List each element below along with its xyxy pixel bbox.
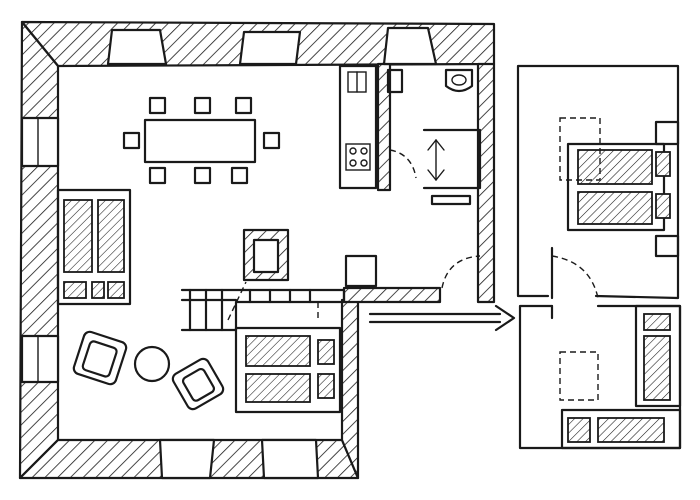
window-top-3: [382, 26, 438, 66]
bath-mat: [430, 194, 472, 206]
shower[interactable]: [422, 128, 482, 190]
window-left-1: [20, 116, 60, 168]
sofa-cushion: [245, 335, 311, 367]
wall-bathroom-right: [476, 62, 496, 304]
annex-door-swing: [551, 255, 599, 299]
toilet[interactable]: [444, 68, 474, 93]
sofa-cushion: [107, 281, 125, 299]
windows: [20, 26, 438, 480]
cabinet[interactable]: [344, 254, 378, 288]
chair[interactable]: [193, 166, 212, 185]
sofa-frame: [234, 326, 342, 414]
sofa-frame: [56, 188, 132, 306]
kitchen: [338, 64, 378, 190]
sofa-cushion: [317, 339, 335, 365]
chair[interactable]: [193, 96, 212, 115]
armchair[interactable]: [72, 330, 128, 386]
armchair[interactable]: [171, 357, 226, 412]
sofa-cushion: [245, 373, 311, 403]
round-coffee-table[interactable]: [133, 345, 171, 383]
window-top-2: [238, 30, 302, 66]
bathroom-door-swing: [389, 149, 417, 179]
bathroom-sink[interactable]: [386, 68, 404, 94]
bathroom: [386, 68, 482, 206]
burner: [349, 147, 357, 155]
dining-table[interactable]: [143, 118, 257, 164]
rug: [559, 117, 601, 181]
bed-upper[interactable]: [566, 142, 671, 232]
sofa-cushion: [63, 281, 87, 299]
entrance-door-swing: [441, 255, 481, 289]
sofa-cushion: [63, 199, 93, 273]
sofa-middle[interactable]: [234, 326, 342, 414]
burner: [360, 147, 368, 155]
sofa-cushion: [97, 199, 125, 273]
connection-arrow-icon: [368, 304, 516, 332]
seating-group: [72, 330, 225, 411]
annex-lower-room: [518, 304, 682, 450]
fireplace: [242, 228, 290, 282]
window-top-1: [106, 28, 168, 66]
sofa-cushion: [317, 373, 335, 399]
wall-interior-horizontal: [342, 286, 442, 304]
chair[interactable]: [148, 96, 167, 115]
nightstand[interactable]: [654, 234, 680, 258]
wall-left: [18, 20, 60, 480]
chair[interactable]: [230, 166, 249, 185]
sofa-cushion: [91, 281, 105, 299]
window-bottom-1: [158, 438, 216, 480]
chair[interactable]: [234, 96, 253, 115]
chair[interactable]: [262, 131, 281, 150]
annex-upper-room: [516, 64, 680, 300]
kitchen-counter[interactable]: [338, 64, 378, 190]
window-left-2: [20, 334, 60, 384]
chair[interactable]: [122, 131, 141, 150]
annex-upper-outline: [516, 64, 680, 300]
burner: [360, 159, 368, 167]
sofa-annex-corner[interactable]: [560, 304, 682, 450]
sofa-left[interactable]: [56, 188, 132, 306]
dining-area: [122, 96, 281, 185]
burner: [349, 159, 357, 167]
staircase: [180, 281, 346, 332]
window-bottom-2: [260, 438, 320, 480]
fireplace-opening: [252, 238, 280, 274]
coffee-table-annex: [559, 351, 599, 401]
chair[interactable]: [148, 166, 167, 185]
nightstand[interactable]: [654, 120, 680, 146]
stove[interactable]: [345, 143, 371, 171]
